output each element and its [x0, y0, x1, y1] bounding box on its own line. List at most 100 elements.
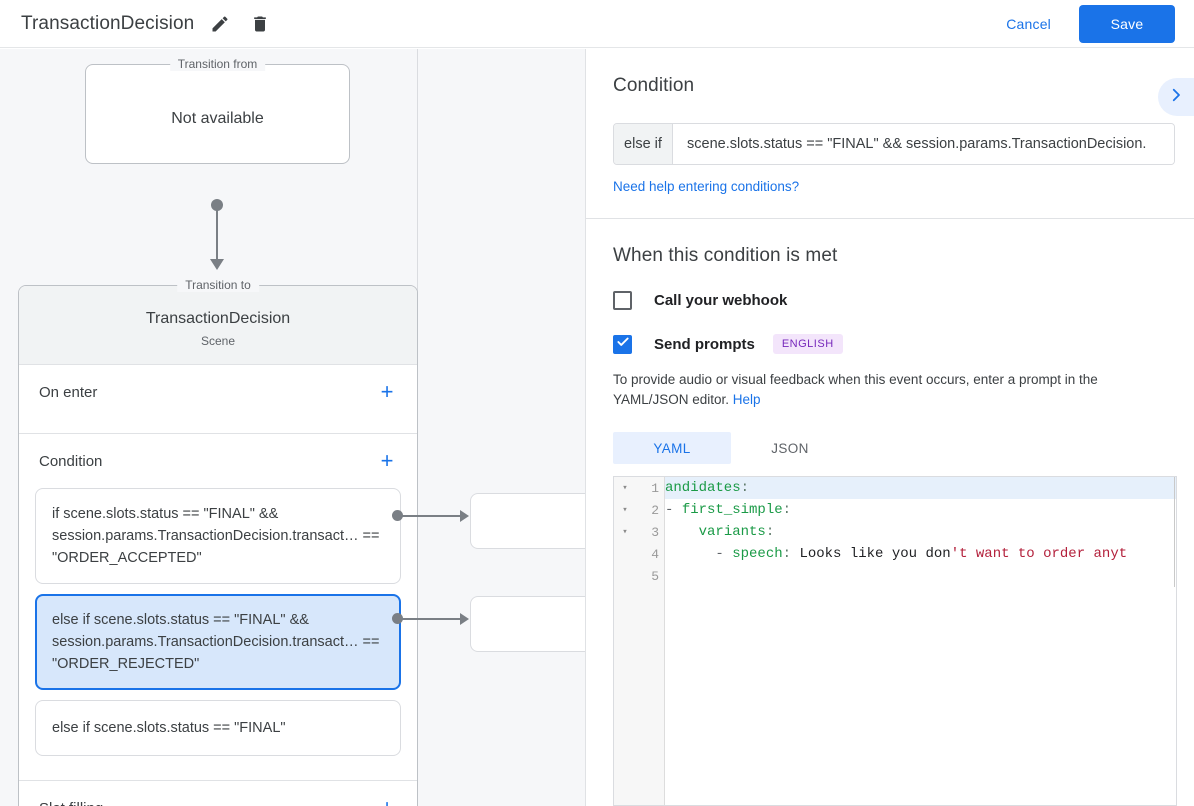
code-token: Looks like you don: [791, 546, 951, 562]
code-line[interactable]: - first_simple:: [665, 499, 1176, 521]
condition-section: Condition else if scene.slots.status == …: [586, 49, 1194, 218]
page-title: TransactionDecision: [21, 12, 195, 34]
gutter-row: 5: [614, 565, 664, 587]
section-title-condition: Condition: [39, 452, 103, 470]
panel-divider: [586, 218, 1194, 219]
code-token: first_simple: [681, 502, 783, 518]
add-condition-button[interactable]: +: [375, 449, 399, 473]
editor-caret: [1174, 477, 1175, 587]
pencil-icon: [210, 14, 230, 34]
line-number: 1: [651, 480, 659, 496]
code-token: :: [782, 546, 792, 562]
tab-yaml[interactable]: YAML: [613, 432, 731, 464]
prompts-help-link[interactable]: Help: [732, 392, 761, 407]
fold-toggle-icon[interactable]: ▾: [622, 505, 628, 515]
connector-arrowhead: [210, 259, 224, 270]
fold-toggle-icon[interactable]: ▾: [622, 527, 628, 537]
webhook-label: Call your webhook: [654, 292, 788, 309]
condition-input[interactable]: scene.slots.status == "FINAL" && session…: [673, 124, 1174, 164]
branch-line-2: [400, 618, 462, 620]
transition-from-box[interactable]: Transition from Not available: [85, 57, 350, 164]
send-prompts-label: Send prompts: [654, 335, 755, 353]
branch-target-box-2[interactable]: [470, 596, 585, 652]
condition-card-3[interactable]: else if scene.slots.status == "FINAL": [35, 700, 401, 756]
condition-help-link[interactable]: Need help entering conditions?: [613, 179, 800, 194]
section-header-slot-filling: Slot filling +: [19, 781, 417, 806]
gutter-row: 4: [614, 543, 664, 565]
editor-format-tabs: YAML JSON: [613, 432, 1167, 464]
gutter-row: ▾3: [614, 521, 664, 543]
send-prompts-checkbox[interactable]: [613, 334, 632, 354]
prompts-description-text: To provide audio or visual feedback when…: [613, 372, 1098, 407]
section-condition: Condition + if scene.slots.status == "FI…: [19, 433, 417, 780]
transition-to-legend: Transition to: [177, 278, 259, 292]
gutter-row: ▾1: [614, 477, 664, 499]
chevron-right-icon: [1167, 86, 1185, 109]
line-number: 5: [651, 568, 659, 584]
condition-card-1[interactable]: if scene.slots.status == "FINAL" && sess…: [35, 488, 401, 584]
transition-from-legend: Transition from: [169, 57, 266, 71]
condition-input-row[interactable]: else if scene.slots.status == "FINAL" &&…: [613, 123, 1175, 165]
code-line[interactable]: andidates:: [665, 477, 1176, 499]
flow-canvas[interactable]: Transition from Not available Transition…: [0, 49, 585, 806]
tab-json[interactable]: JSON: [731, 432, 849, 464]
code-token: -: [665, 546, 733, 562]
condition-prefix: else if: [614, 124, 673, 164]
branch-dot-2: [392, 613, 403, 624]
gutter-row: ▾2: [614, 499, 664, 521]
code-line[interactable]: [665, 565, 1176, 587]
when-condition-met-section: When this condition is met Call your web…: [586, 219, 1194, 806]
edit-button[interactable]: [206, 10, 234, 38]
scene-type: Scene: [200, 334, 236, 348]
code-token: :: [740, 480, 750, 496]
line-number: 2: [651, 502, 659, 518]
section-header-condition: Condition +: [19, 434, 417, 488]
trash-icon: [250, 14, 270, 34]
cancel-button[interactable]: Cancel: [994, 7, 1063, 41]
add-on-enter-button[interactable]: +: [375, 380, 399, 404]
when-met-heading: When this condition is met: [613, 245, 838, 266]
code-token: -: [665, 502, 682, 518]
code-line[interactable]: variants:: [665, 521, 1176, 543]
code-token: andidates: [665, 480, 741, 496]
line-number: 3: [651, 524, 659, 540]
condition-heading: Condition: [613, 75, 695, 96]
delete-button[interactable]: [246, 10, 274, 38]
prompts-description: To provide audio or visual feedback when…: [613, 370, 1167, 410]
transition-to-box[interactable]: Transition to TransactionDecision Scene …: [18, 278, 418, 806]
code-token: 't want to order anyt: [950, 546, 1128, 562]
check-icon: [616, 335, 630, 354]
code-token: variants: [698, 524, 766, 540]
condition-card-2[interactable]: else if scene.slots.status == "FINAL" &&…: [35, 594, 401, 690]
top-bar: TransactionDecision Cancel Save: [0, 0, 1194, 48]
add-slot-filling-button[interactable]: +: [375, 796, 399, 806]
connector-line: [216, 205, 218, 263]
webhook-checkbox[interactable]: [613, 291, 632, 310]
section-on-enter: On enter +: [19, 364, 417, 433]
section-title-on-enter: On enter: [39, 383, 98, 401]
collapse-panel-button[interactable]: [1158, 78, 1194, 116]
webhook-row[interactable]: Call your webhook: [613, 291, 1167, 310]
branch-arrowhead-2: [460, 613, 469, 625]
scene-name: TransactionDecision: [145, 310, 291, 327]
code-token: :: [765, 524, 775, 540]
section-slot-filling: Slot filling + Slot validation: [19, 780, 417, 806]
scene-header: TransactionDecision Scene: [19, 286, 417, 364]
code-line[interactable]: - speech: Looks like you don't want to o…: [665, 543, 1176, 565]
section-header-on-enter: On enter +: [19, 365, 417, 419]
section-title-slot-filling: Slot filling: [39, 800, 375, 806]
branch-arrowhead-1: [460, 510, 469, 522]
branch-target-box-1[interactable]: [470, 493, 585, 549]
line-number: 4: [651, 546, 659, 562]
send-prompts-row[interactable]: Send prompts ENGLISH: [613, 334, 1167, 354]
code-token: :: [782, 502, 792, 518]
editor-code-area[interactable]: andidates:- first_simple: variants: - sp…: [665, 477, 1176, 805]
save-button[interactable]: Save: [1079, 4, 1175, 43]
language-badge: ENGLISH: [772, 334, 843, 354]
detail-panel: Condition else if scene.slots.status == …: [585, 49, 1194, 806]
branch-line-1: [400, 515, 462, 517]
fold-toggle-icon[interactable]: ▾: [622, 483, 628, 493]
code-token: speech: [732, 546, 783, 562]
